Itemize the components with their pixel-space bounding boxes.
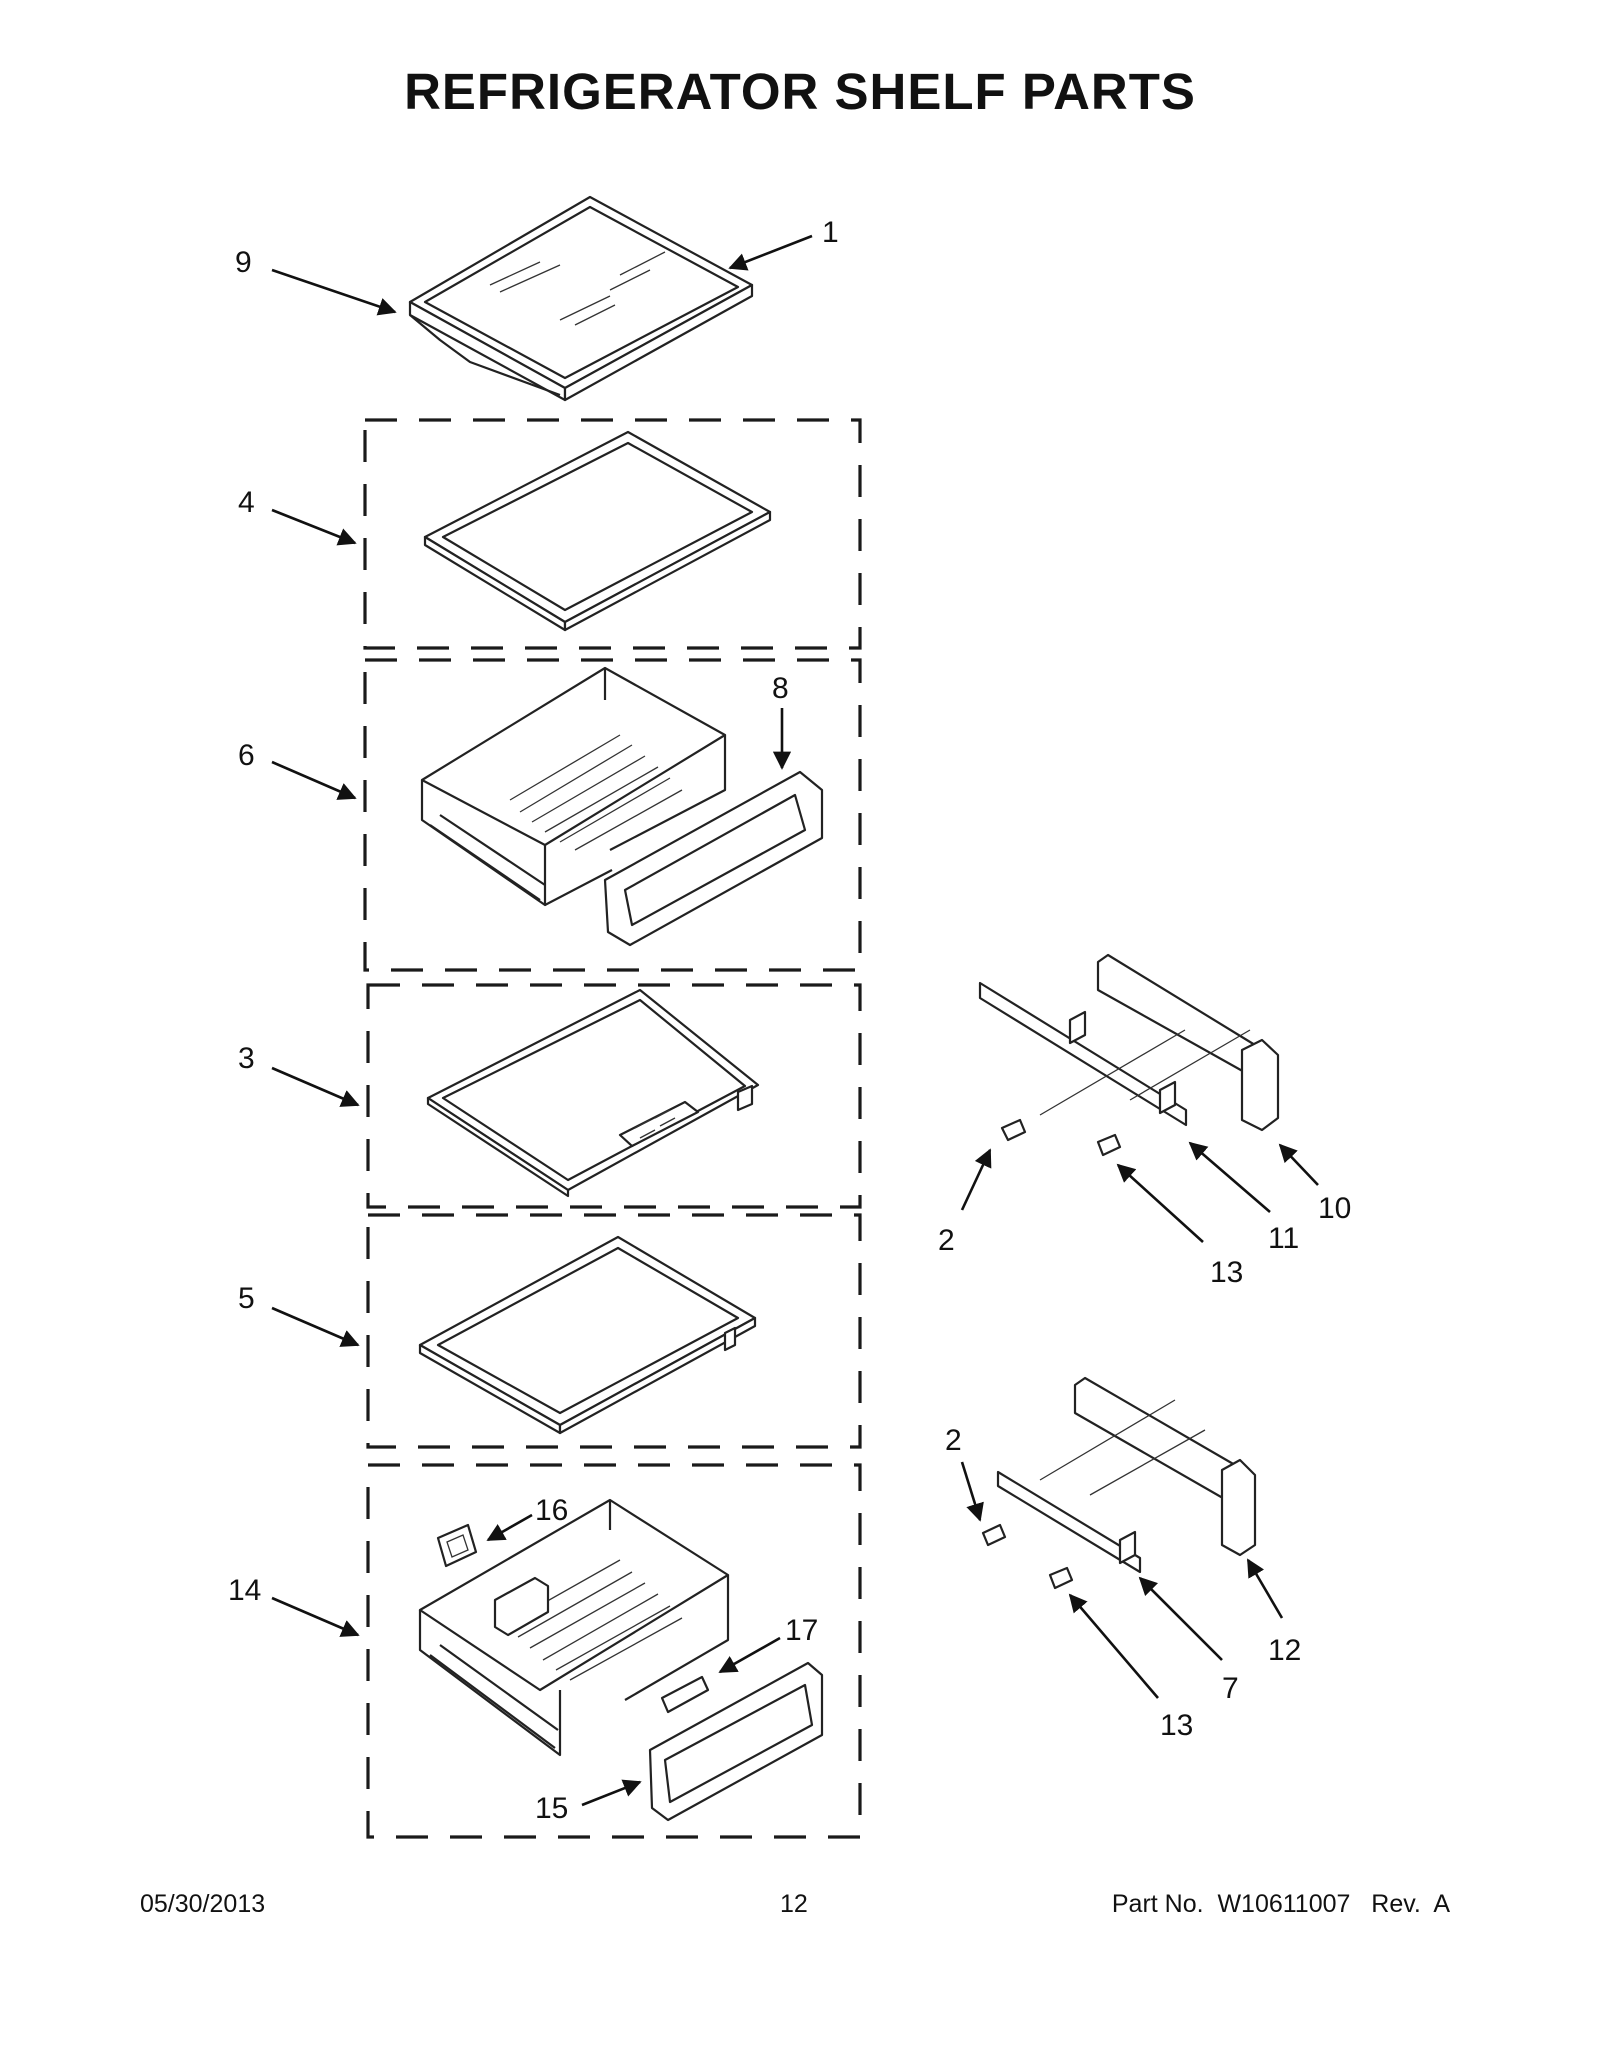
callout-7: 7 (1222, 1672, 1239, 1705)
arrow-11 (1188, 1141, 1271, 1213)
drawer-front-8 (603, 770, 824, 947)
callout-11: 11 (1268, 1222, 1299, 1255)
arrow-13a (1116, 1163, 1204, 1243)
group-box-14 (366, 1463, 862, 1839)
shelf-rail-assembly-upper (978, 953, 1280, 1157)
callout-6: 6 (238, 739, 255, 772)
callout-3: 3 (238, 1042, 255, 1075)
arrow-5 (271, 1306, 360, 1347)
drawer-front-15 (648, 1661, 824, 1822)
shelf-frame-3 (426, 988, 760, 1198)
arrow-9 (271, 268, 397, 316)
group-box-6 (363, 658, 862, 972)
callout-17: 17 (785, 1614, 818, 1647)
callout-15: 15 (535, 1792, 568, 1825)
callout-12: 12 (1268, 1634, 1301, 1667)
callout-2a: 2 (938, 1224, 955, 1257)
arrow-17 (718, 1636, 781, 1674)
arrow-2a (960, 1148, 992, 1211)
callout-13a: 13 (1210, 1256, 1243, 1289)
callout-1: 1 (822, 216, 839, 249)
group-box-5 (366, 1213, 862, 1449)
callout-8: 8 (772, 672, 789, 705)
arrow-10 (1278, 1143, 1319, 1186)
callout-10: 10 (1318, 1192, 1351, 1225)
arrow-12 (1246, 1558, 1284, 1619)
footer-page-number: 12 (780, 1890, 808, 1918)
callout-2b: 2 (945, 1424, 962, 1457)
arrow-4 (271, 508, 357, 546)
group-box-4 (363, 418, 862, 650)
shelf-rail-assembly-lower (981, 1376, 1257, 1590)
arrow-14 (271, 1596, 360, 1637)
arrow-6 (271, 760, 357, 800)
footer-part-number: Part No. W10611007 Rev. A (1111, 1890, 1450, 1918)
callout-9: 9 (235, 246, 252, 279)
slide-control-17 (660, 1675, 710, 1714)
arrow-7 (1138, 1576, 1223, 1661)
arrow-3 (271, 1066, 360, 1107)
crisper-drawer-6 (420, 666, 727, 907)
callout-16: 16 (535, 1494, 568, 1527)
callout-4: 4 (238, 486, 255, 519)
arrow-13b (1068, 1593, 1159, 1699)
group-box-3 (366, 983, 862, 1209)
arrow-16 (486, 1513, 533, 1542)
shelf-frame-4 (423, 430, 772, 632)
footer-date: 05/30/2013 (140, 1890, 266, 1918)
arrow-2b (960, 1461, 984, 1522)
page-title: REFRIGERATOR SHELF PARTS (404, 63, 1196, 120)
callout-5: 5 (238, 1282, 255, 1315)
callout-14: 14 (228, 1574, 261, 1607)
arrow-15 (581, 1779, 642, 1807)
shelf-frame-5 (418, 1235, 757, 1435)
crisper-drawer-14 (418, 1498, 730, 1757)
glass-shelf-top (408, 195, 754, 402)
callout-13b: 13 (1160, 1709, 1193, 1742)
humidity-control-16 (436, 1523, 478, 1568)
arrow-1 (728, 234, 813, 271)
